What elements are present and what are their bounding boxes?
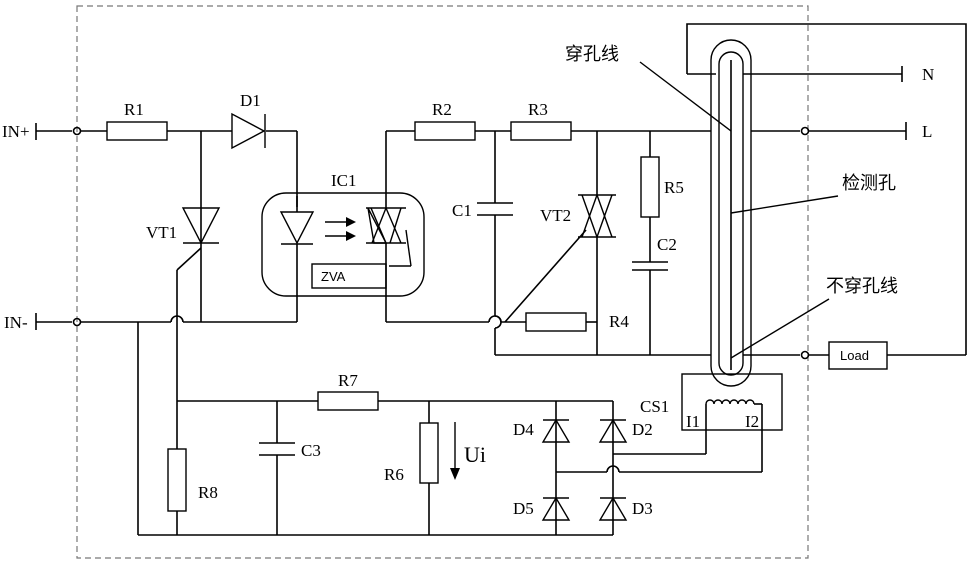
r3-resistor (511, 122, 571, 140)
r3-label: R3 (528, 100, 548, 119)
l-terminal-label: L (922, 122, 932, 141)
vt2-label: VT2 (540, 206, 571, 225)
d1-diode (232, 114, 265, 148)
r5-resistor (641, 157, 659, 217)
d1-label: D1 (240, 91, 261, 110)
r6-label: R6 (384, 465, 404, 484)
bottom-wiring (138, 322, 762, 535)
ui-voltage-arrow (450, 422, 460, 480)
r5-label: R5 (664, 178, 684, 197)
non-through-wire-annotation: 不穿孔线 (826, 276, 898, 296)
top-input-wiring (81, 131, 297, 322)
r4-label: R4 (609, 312, 629, 331)
vt1-label: VT1 (146, 223, 177, 242)
vt1-thyristor (177, 208, 219, 401)
r1-label: R1 (124, 100, 144, 119)
d4-label: D4 (513, 420, 534, 439)
n-terminal-label: N (922, 65, 934, 84)
d2-label: D2 (632, 420, 653, 439)
ic1-label: IC1 (331, 171, 357, 190)
i2-label: I2 (745, 412, 759, 431)
r7-resistor (318, 392, 378, 410)
r1-resistor (107, 122, 167, 140)
zva-label: ZVA (321, 269, 346, 284)
r2-label: R2 (432, 100, 452, 119)
through-wire-annotation: 穿孔线 (565, 44, 619, 64)
ic1-optocoupler (262, 131, 424, 322)
in-plus-label: IN+ (2, 122, 30, 141)
d5-label: D5 (513, 499, 534, 518)
r6-resistor (420, 423, 438, 483)
load-label: Load (840, 348, 869, 363)
i1-label: I1 (686, 412, 700, 431)
r8-label: R8 (198, 483, 218, 502)
c1-capacitor (477, 203, 513, 215)
cs1-label: CS1 (640, 397, 669, 416)
c2-capacitor (632, 262, 668, 270)
r2-resistor (415, 122, 475, 140)
c2-label: C2 (657, 235, 677, 254)
detection-hole-annotation: 检测孔 (842, 173, 896, 193)
vt2-triac (578, 195, 616, 237)
r7-label: R7 (338, 371, 358, 390)
input-terminals (36, 123, 81, 330)
c3-label: C3 (301, 441, 321, 460)
d3-label: D3 (632, 499, 653, 518)
ui-label: Ui (464, 442, 486, 467)
in-minus-label: IN- (4, 313, 28, 332)
c3-capacitor (259, 443, 295, 455)
c1-label: C1 (452, 201, 472, 220)
r4-resistor (526, 313, 586, 331)
r8-resistor (168, 449, 186, 511)
